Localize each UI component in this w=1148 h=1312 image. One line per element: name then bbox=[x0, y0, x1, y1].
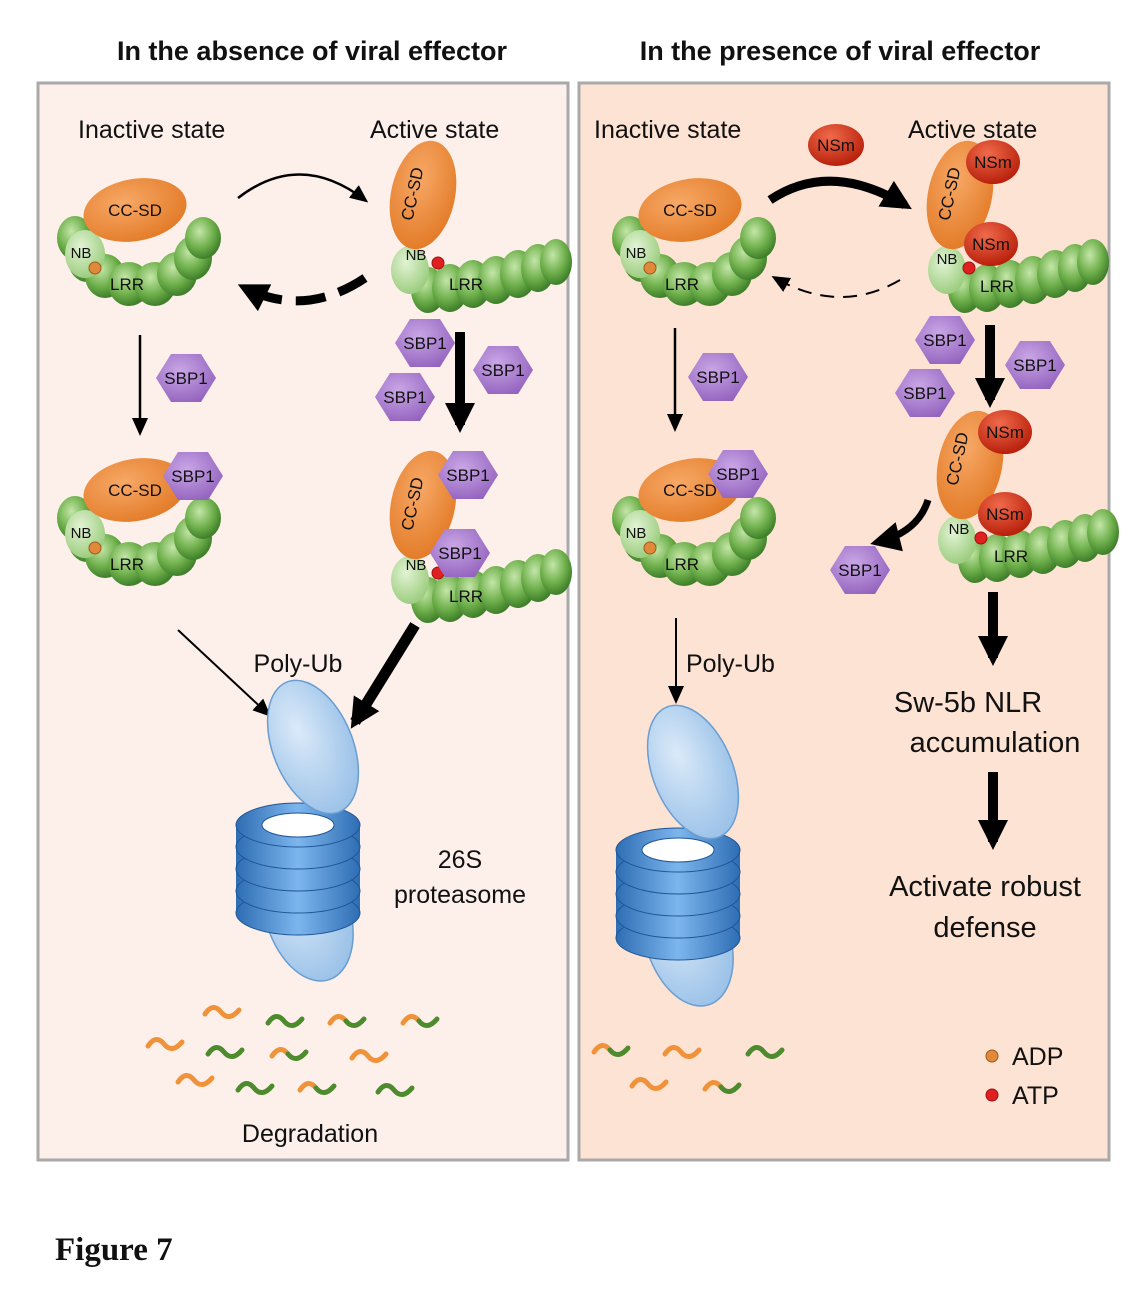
inactivation-arrow-dashed bbox=[237, 274, 368, 312]
svg-text:NSm: NSm bbox=[817, 136, 855, 155]
svg-text:SBP1: SBP1 bbox=[696, 368, 739, 387]
svg-text:SBP1: SBP1 bbox=[716, 465, 759, 484]
svg-text:NB: NB bbox=[406, 557, 427, 574]
svg-text:NSm: NSm bbox=[986, 505, 1024, 524]
nb-label: NB bbox=[71, 245, 92, 262]
right-panel bbox=[577, 81, 1111, 1162]
figure-label: Figure 7 bbox=[55, 1232, 173, 1268]
svg-text:NSm: NSm bbox=[974, 153, 1012, 172]
right-active-label: Active state bbox=[908, 116, 1037, 144]
adp-legend-label: ADP bbox=[1012, 1043, 1063, 1071]
svg-text:SBP1: SBP1 bbox=[403, 334, 446, 353]
svg-text:CC-SD: CC-SD bbox=[663, 201, 717, 220]
activation-arrow-thick bbox=[767, 176, 912, 210]
poly-ub-label: Poly-Ub bbox=[254, 650, 343, 678]
svg-text:LRR: LRR bbox=[449, 587, 483, 606]
left-panel bbox=[36, 81, 570, 1162]
atp-legend-dot bbox=[985, 1088, 999, 1102]
svg-text:NB: NB bbox=[626, 245, 647, 262]
svg-text:NB: NB bbox=[71, 525, 92, 542]
left-active-nlr: CC-SD NB LRR bbox=[380, 134, 572, 313]
right-active-nlr-nsm-stable: CC-SD NB LRR NSm NSm bbox=[927, 404, 1119, 583]
accumulation-label-line1: Sw-5b NLR bbox=[894, 687, 1042, 719]
svg-text:SBP1: SBP1 bbox=[171, 467, 214, 486]
svg-text:SBP1: SBP1 bbox=[438, 544, 481, 563]
svg-text:SBP1: SBP1 bbox=[446, 466, 489, 485]
svg-text:SBP1: SBP1 bbox=[903, 384, 946, 403]
svg-text:LRR: LRR bbox=[665, 555, 699, 574]
cc-sd-label: CC-SD bbox=[108, 201, 162, 220]
svg-text:LRR: LRR bbox=[994, 547, 1028, 566]
svg-text:SBP1: SBP1 bbox=[383, 388, 426, 407]
svg-text:NSm: NSm bbox=[972, 235, 1010, 254]
nsm-effector: NSm bbox=[808, 124, 864, 166]
svg-text:NB: NB bbox=[937, 251, 958, 268]
nb-label: NB bbox=[406, 247, 427, 264]
sbp1-hexagon: SBP1 bbox=[895, 369, 955, 417]
sbp1-hexagon: SBP1 bbox=[375, 373, 435, 421]
adp-legend-dot bbox=[985, 1049, 999, 1063]
sbp1-hexagon: SBP1 bbox=[915, 316, 975, 364]
defense-label-line1: Activate robust bbox=[889, 871, 1081, 903]
atp-legend-label: ATP bbox=[1012, 1082, 1059, 1110]
thin-arrow-to-proteasome bbox=[177, 629, 271, 717]
right-inactive-label: Inactive state bbox=[594, 116, 741, 144]
svg-text:NB: NB bbox=[626, 525, 647, 542]
svg-text:LRR: LRR bbox=[665, 275, 699, 294]
svg-text:LRR: LRR bbox=[980, 277, 1014, 296]
left-active-nlr-sbp1: CC-SD NB LRR SBP1 SBP1 bbox=[380, 444, 572, 623]
svg-text:SBP1: SBP1 bbox=[481, 361, 524, 380]
legend: ADP ATP bbox=[985, 1043, 1063, 1110]
right-inactive-nlr-sbp1: CC-SD NB LRR SBP1 bbox=[612, 450, 776, 586]
right-inactive-nlr: CC-SD NB LRR bbox=[612, 170, 776, 306]
proteasome-label-line2: proteasome bbox=[394, 881, 526, 909]
thick-arrow-to-proteasome bbox=[350, 622, 420, 729]
left-inactive-nlr-sbp1: CC-SD NB LRR SBP1 bbox=[57, 450, 223, 586]
svg-text:SBP1: SBP1 bbox=[923, 331, 966, 350]
svg-text:SBP1: SBP1 bbox=[838, 561, 881, 580]
svg-text:SBP1: SBP1 bbox=[1013, 356, 1056, 375]
lrr-label: LRR bbox=[449, 275, 483, 294]
accumulation-label-line2: accumulation bbox=[910, 727, 1081, 759]
inactivation-arrow-dashed-thin bbox=[771, 276, 901, 298]
left-inactive-nlr: CC-SD NB LRR bbox=[57, 170, 221, 306]
defense-label-line2: defense bbox=[933, 912, 1036, 944]
lrr-label: LRR bbox=[110, 275, 144, 294]
right-panel-title: In the presence of viral effector bbox=[640, 36, 1041, 66]
svg-text:LRR: LRR bbox=[110, 555, 144, 574]
sbp1-label: SBP1 bbox=[164, 369, 207, 388]
sbp1-hexagon: SBP1 bbox=[473, 346, 533, 394]
degradation-label: Degradation bbox=[242, 1120, 378, 1148]
right-active-nlr-nsm: CC-SD NB LRR NSm NSm bbox=[917, 134, 1109, 313]
left-active-label: Active state bbox=[370, 116, 499, 144]
svg-text:NSm: NSm bbox=[986, 423, 1024, 442]
sbp1-hexagon: SBP1 bbox=[1005, 341, 1065, 389]
proteasome-label-line1: 26S bbox=[438, 846, 482, 874]
atp-dot bbox=[431, 256, 445, 270]
svg-text:CC-SD: CC-SD bbox=[663, 481, 717, 500]
sbp1-hexagon-released: SBP1 bbox=[830, 546, 890, 594]
adp-dot bbox=[88, 261, 102, 275]
svg-text:CC-SD: CC-SD bbox=[108, 481, 162, 500]
sbp1-hexagon: SBP1 bbox=[395, 319, 455, 367]
svg-text:NB: NB bbox=[949, 521, 970, 538]
left-inactive-label: Inactive state bbox=[78, 116, 225, 144]
sbp1-hexagon: SBP1 bbox=[688, 353, 748, 401]
sbp1-hexagon: SBP1 bbox=[156, 354, 216, 402]
left-panel-title: In the absence of viral effector bbox=[117, 36, 508, 66]
right-poly-ub-label: Poly-Ub bbox=[686, 650, 775, 678]
sbp1-release-arrow bbox=[870, 498, 932, 552]
activation-arrow bbox=[237, 173, 369, 203]
